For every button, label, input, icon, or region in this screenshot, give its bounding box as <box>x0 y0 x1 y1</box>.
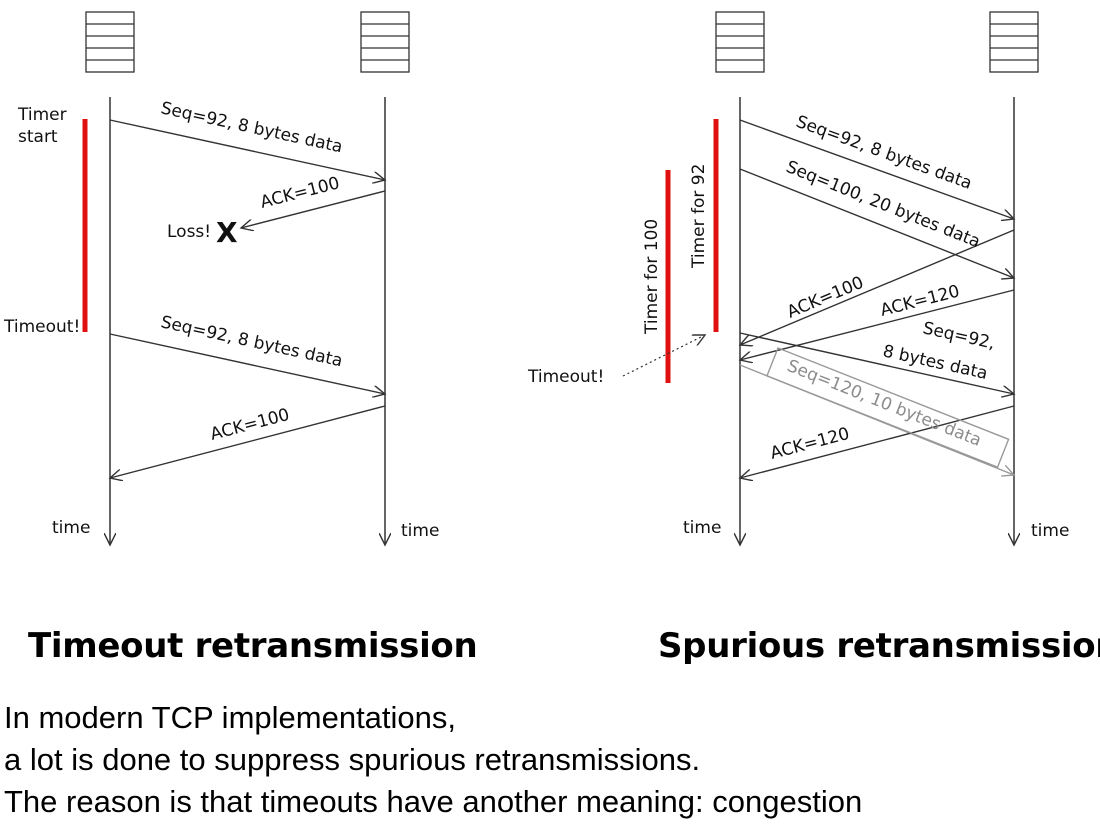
summary-line: a lot is done to suppress spurious retra… <box>4 742 701 777</box>
left-timeout-label: Timeout! <box>3 317 80 337</box>
left-seg1-arrow <box>109 119 385 180</box>
summary-line: The reason is that timeouts have another… <box>4 784 863 819</box>
right-timer92-label: Timer for 92 <box>689 164 709 269</box>
right-receiver-buffer-icon <box>989 11 1039 73</box>
left-receiver-time-label: time <box>401 521 439 541</box>
left-ack2-label: ACK=100 <box>208 405 291 445</box>
right-timeout-label: Timeout! <box>527 367 604 387</box>
left-seg2-arrow <box>109 333 385 394</box>
right-diagram: Timer for 92 Timer for 100 Timeout! Seq=… <box>527 11 1069 545</box>
left-loss-label: Loss! <box>167 222 211 242</box>
left-sender-buffer-icon <box>85 11 135 73</box>
summary-text: In modern TCP implementations, a lot is … <box>4 697 862 823</box>
left-ack1-arrow <box>241 190 386 228</box>
left-receiver-buffer-icon <box>360 11 410 73</box>
summary-line: In modern TCP implementations, <box>4 700 457 735</box>
right-timeout-pointer <box>622 335 705 377</box>
spurious-retransmission-caption: Spurious retransmission <box>658 626 1100 666</box>
left-seg1-label: Seq=92, 8 bytes data <box>159 98 344 157</box>
left-ack2-arrow <box>110 405 386 478</box>
right-timer100-label: Timer for 100 <box>642 219 662 335</box>
right-seg3-arrow <box>739 332 1014 394</box>
left-seg2-label: Seq=92, 8 bytes data <box>159 312 344 371</box>
right-sender-buffer-icon <box>715 11 765 73</box>
left-sender-time-label: time <box>52 518 90 538</box>
right-ack3-label: ACK=120 <box>768 424 851 464</box>
right-sender-time-label: time <box>683 518 721 538</box>
left-loss-x-icon: X <box>216 216 238 249</box>
right-ack2-label: ACK=120 <box>878 281 961 320</box>
right-seg4-highlight-box <box>766 347 1010 469</box>
right-seg3-label-line1: Seq=92, <box>921 318 997 353</box>
timeout-retransmission-caption: Timeout retransmission <box>28 626 478 666</box>
right-seg1-arrow <box>739 119 1014 219</box>
right-receiver-time-label: time <box>1031 521 1069 541</box>
right-ack3-arrow <box>740 405 1015 478</box>
left-ack1-label: ACK=100 <box>258 173 341 213</box>
right-seg2-arrow <box>739 168 1014 278</box>
right-ack1-arrow <box>740 229 1015 345</box>
right-ack2-arrow <box>740 289 1015 360</box>
